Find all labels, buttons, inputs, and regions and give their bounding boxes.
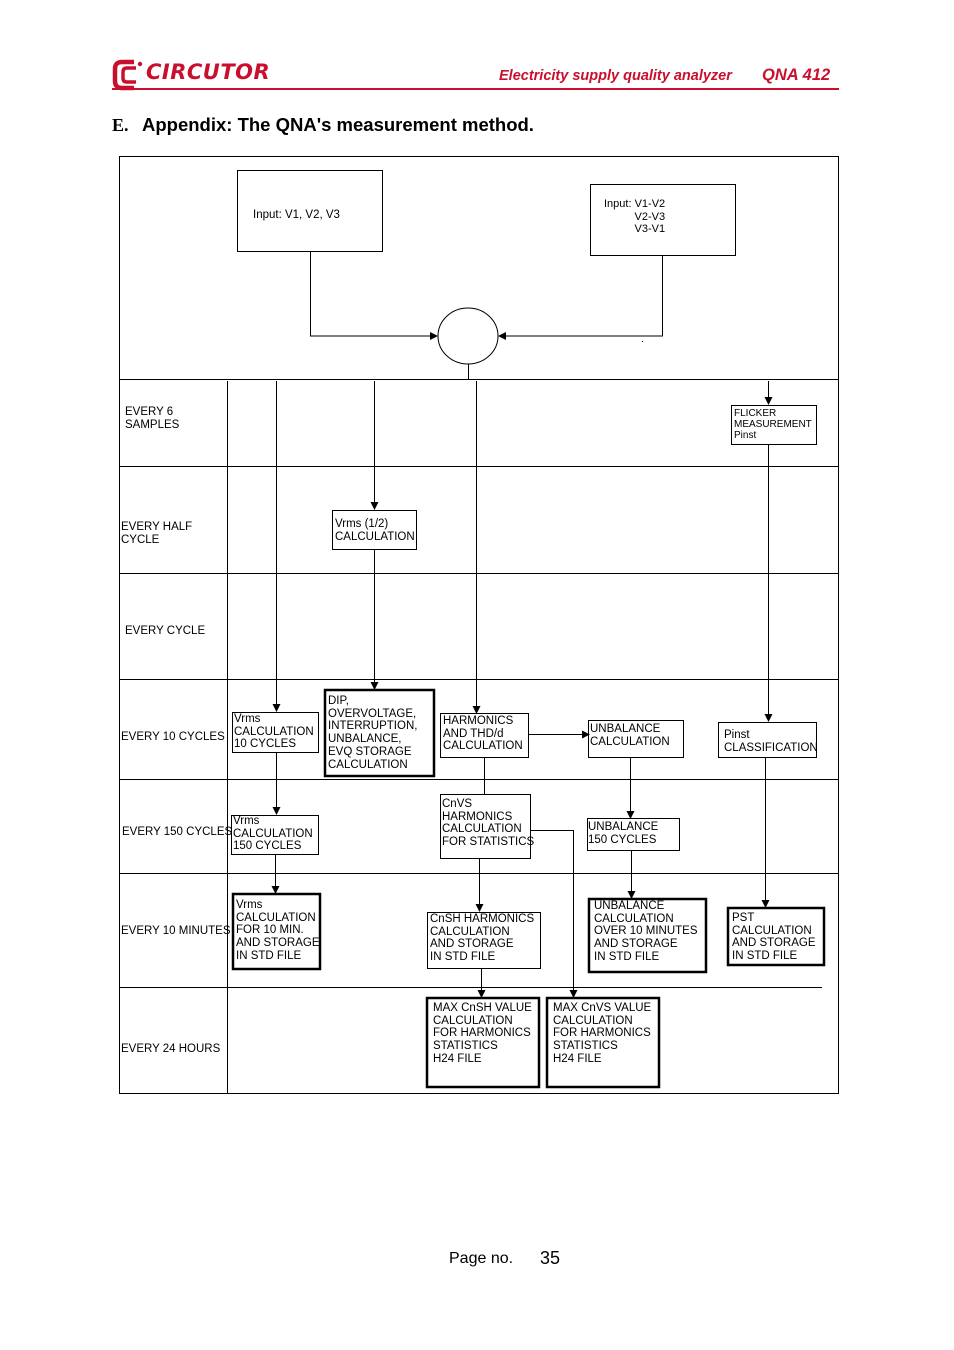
cnvs-harmonics-label: CnVS HARMONICS CALCULATION FOR STATISTIC… xyxy=(442,798,535,849)
page-number: 35 xyxy=(540,1248,561,1268)
vrms-10-cycles-label: Vrms CALCULATION 10 CYCLES xyxy=(234,713,314,751)
unbalance-10min-box xyxy=(587,897,708,974)
page-number-label: Page no. xyxy=(449,1250,514,1267)
flicker-measurement-label: FLICKER MEASUREMENT Pinst xyxy=(734,408,812,441)
harmonics-box xyxy=(440,713,529,758)
harmonics-thd-label: HARMONICS AND THD/d CALCULATION xyxy=(443,715,523,753)
pinst-class-box xyxy=(718,722,817,758)
row-every-6-samples: EVERY 6 SAMPLES xyxy=(125,406,180,431)
max-cnsh-label: MAX CnSH VALUE CALCULATION FOR HARMONICS… xyxy=(433,1002,532,1065)
header-model: QNA 412 xyxy=(762,66,831,84)
unbalance-calc-box xyxy=(588,720,684,758)
pinst-classification-label: Pinst CLASSIFICATION xyxy=(724,729,818,754)
pst-box xyxy=(726,906,826,967)
diagram-frame xyxy=(119,156,839,1094)
row-every-150-cycles: EVERY 150 CYCLES xyxy=(122,826,233,838)
circutor-logo-icon xyxy=(112,59,143,91)
vrms-half-box xyxy=(332,510,417,550)
vrms-150-cycles-label: Vrms CALCULATION 150 CYCLES xyxy=(233,815,313,853)
cnvs-box xyxy=(440,794,531,859)
unbalance-150-box xyxy=(587,818,680,851)
unbalance-10-minutes-label: UNBALANCE CALCULATION OVER 10 MINUTES AN… xyxy=(594,900,698,963)
max-cnvs-box xyxy=(545,996,661,1089)
section-letter: E. xyxy=(112,115,129,135)
row-every-10-minutes: EVERY 10 MINUTES xyxy=(121,925,231,937)
row-every-cycle: EVERY CYCLE xyxy=(125,625,206,637)
max-cnvs-label: MAX CnVS VALUE CALCULATION FOR HARMONICS… xyxy=(553,1002,652,1065)
input-line-label: Input: V1-V2 V2-V3 V3-V1 xyxy=(604,198,666,235)
brand-name: CIRCUTOR xyxy=(146,60,271,84)
cnsh-box xyxy=(427,912,541,969)
unbalance-calculation-label: UNBALANCE CALCULATION xyxy=(590,723,670,748)
row-every-half-cycle: EVERY HALF CYCLE xyxy=(121,521,193,546)
vrms-150-box xyxy=(231,815,319,855)
dip-overvoltage-label: DIP, OVERVOLTAGE, INTERRUPTION, UNBALANC… xyxy=(328,695,418,771)
unbalance-150-label: UNBALANCE 150 CYCLES xyxy=(588,821,659,846)
vrms-10-minutes-label: Vrms CALCULATION FOR 10 MIN. AND STORAGE… xyxy=(236,899,320,962)
pst-calculation-label: PST CALCULATION AND STORAGE IN STD FILE xyxy=(732,912,816,963)
dip-box xyxy=(323,688,436,778)
header-subtitle: Electricity supply quality analyzer xyxy=(499,68,732,84)
input-phase-label: Input: V1, V2, V3 xyxy=(253,209,340,221)
flicker-box xyxy=(731,405,817,445)
row-every-24-hours: EVERY 24 HOURS xyxy=(121,1043,221,1055)
vrms-10min-box xyxy=(231,892,322,971)
vrms-10-box xyxy=(232,712,319,753)
row-every-10-cycles: EVERY 10 CYCLES xyxy=(121,731,225,743)
max-cnsh-box xyxy=(425,996,541,1089)
summing-circle xyxy=(437,307,499,365)
section-title: Appendix: The QNA's measurement method. xyxy=(142,114,534,135)
header-rule xyxy=(112,88,839,90)
cnsh-harmonics-label: CnSH HARMONICS CALCULATION AND STORAGE I… xyxy=(430,913,535,964)
vrms-half-label: Vrms (1/2) CALCULATION xyxy=(335,518,415,543)
